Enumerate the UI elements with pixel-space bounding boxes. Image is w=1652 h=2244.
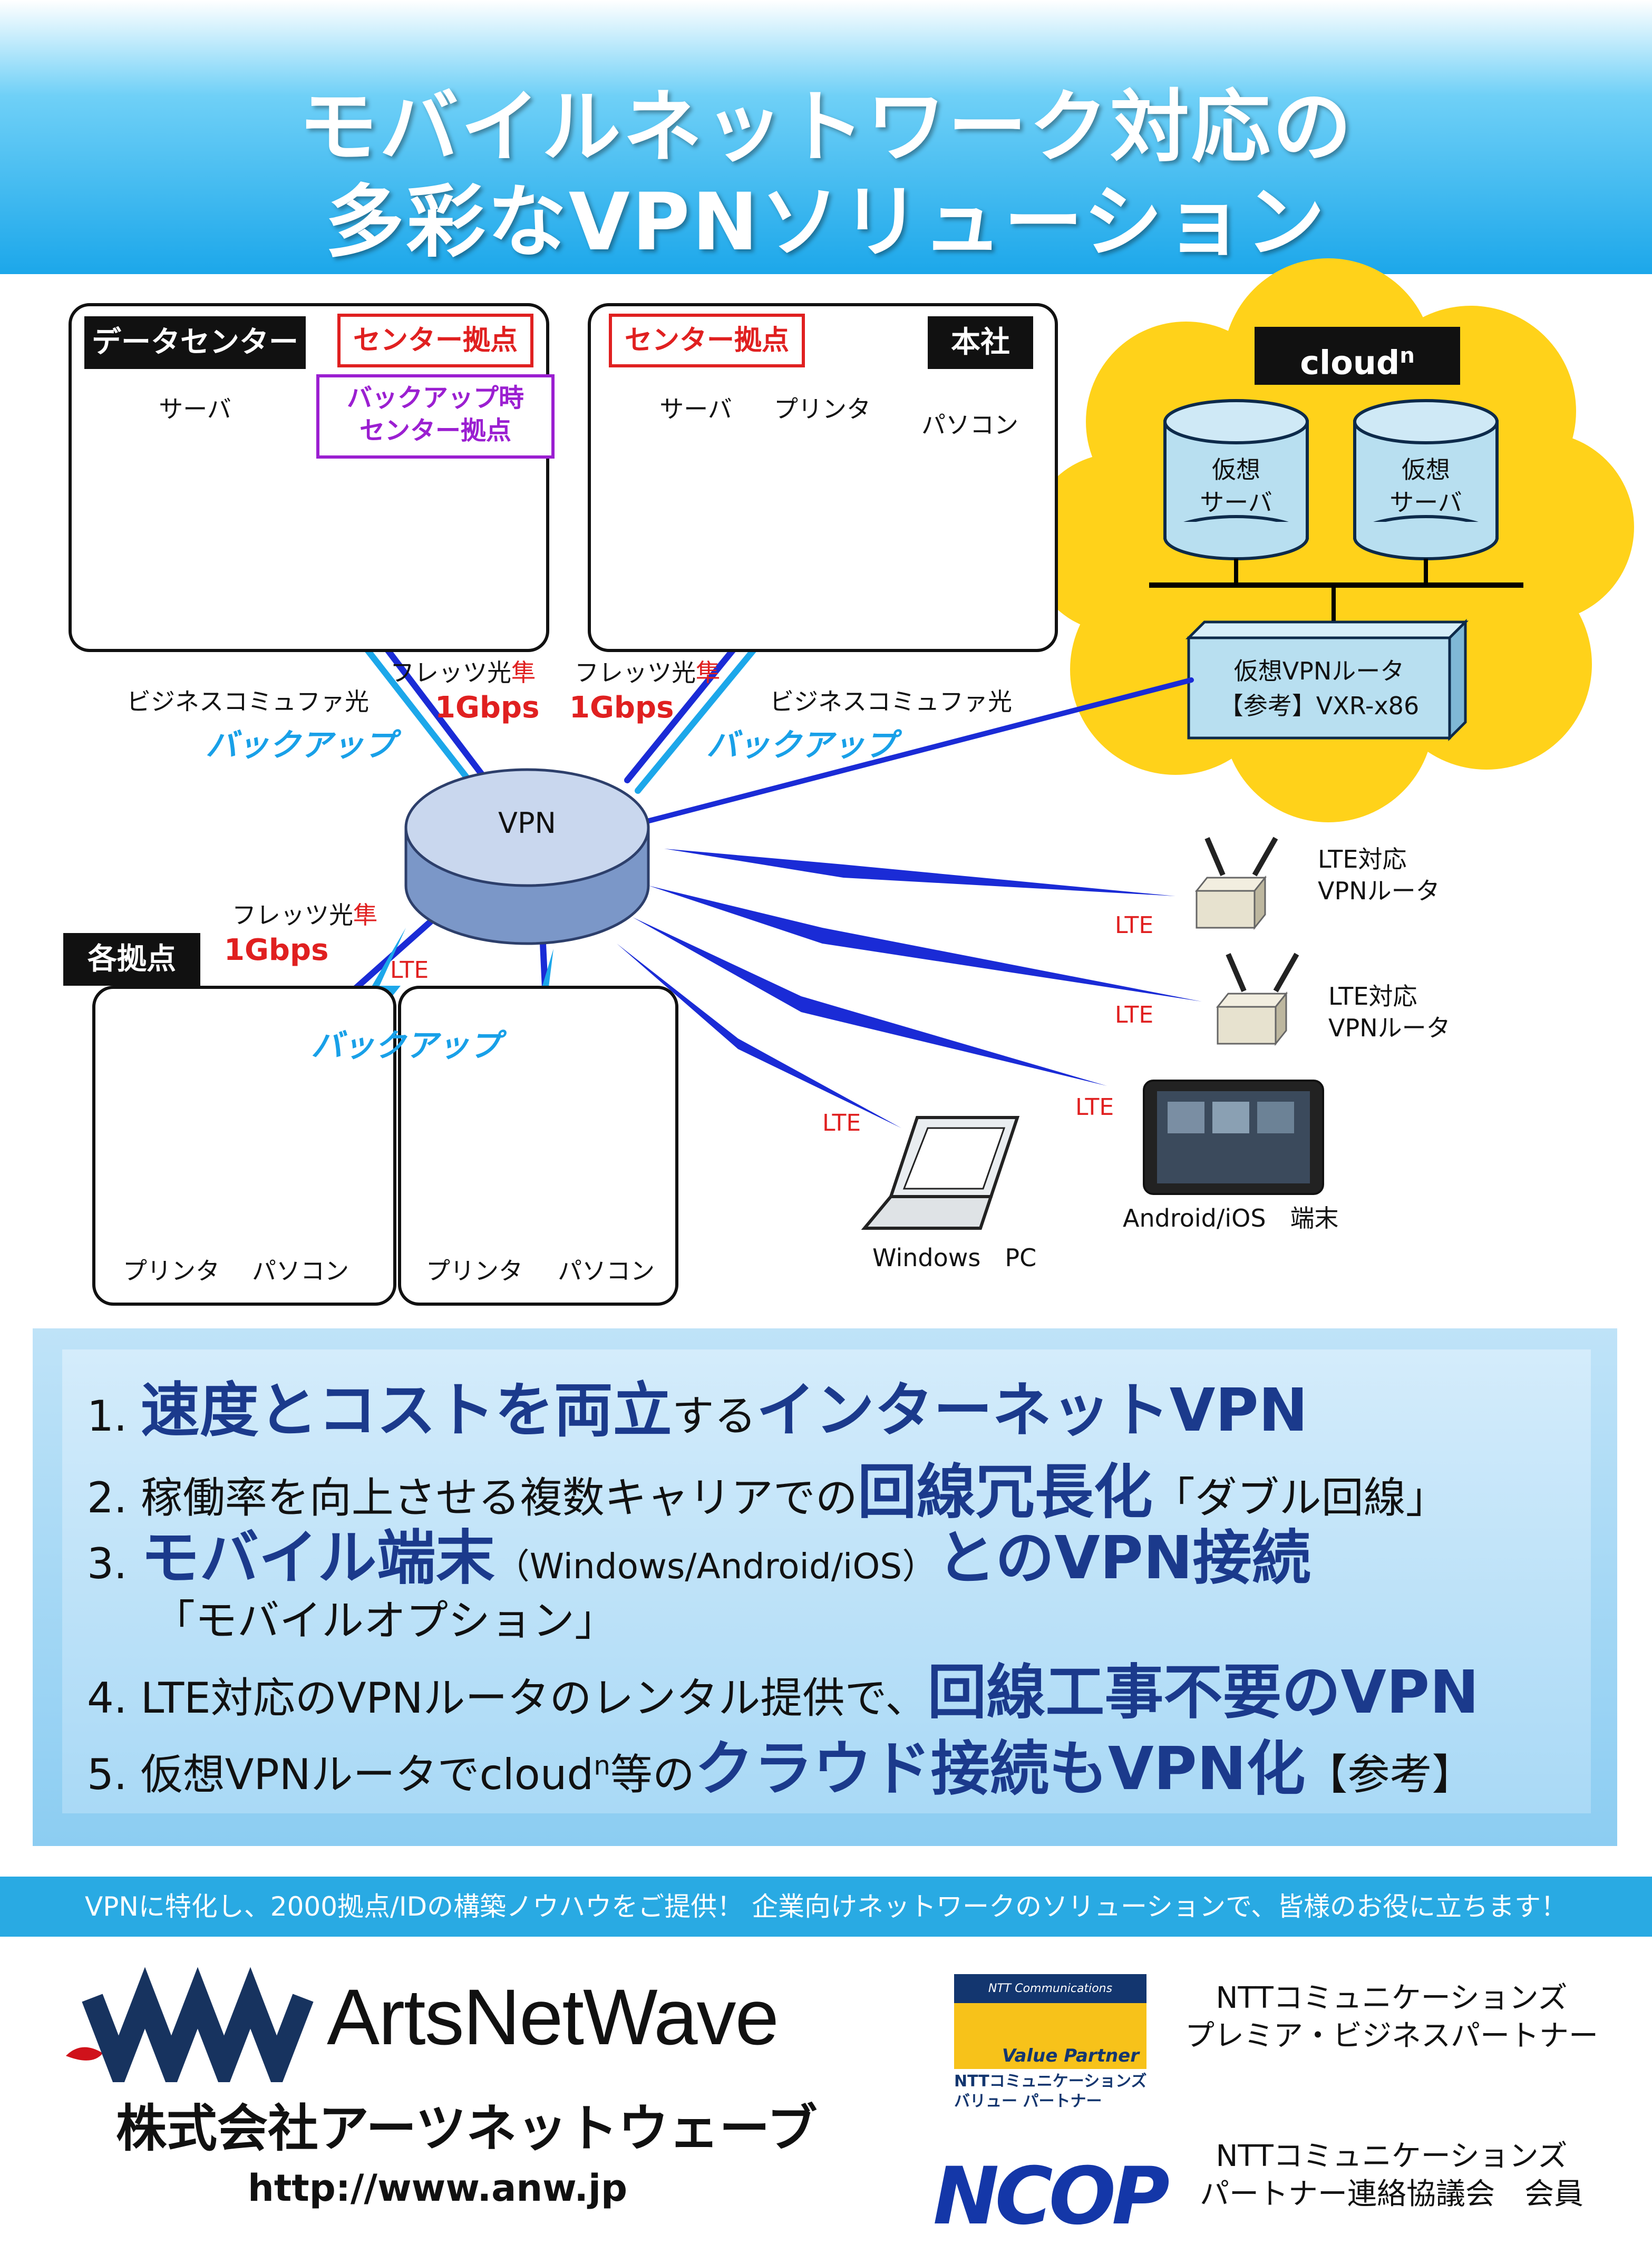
company-name: 株式会社アーツネットウェーブ [116, 2099, 818, 2158]
branch-box-1 [92, 986, 396, 1306]
virtual-server-2-label: 仮想 サーバ [1389, 455, 1462, 517]
lte-4-label: LTE [822, 1110, 861, 1136]
ncop-partner-text: NTTコミュニケーションズ パートナー連絡協議会 会員 [1200, 2139, 1583, 2211]
page-title-line2: 多彩なVPNソリューション [325, 177, 1327, 268]
speed-right-label: 1Gbps [569, 691, 674, 725]
hq-pc-label: パソコン [921, 411, 1018, 439]
ntt-badge-bottom: NTTコミュニケーションズ バリュー パートナー [954, 2072, 1147, 2111]
feature-1: 1. 速度とコストを両立するインターネットVPN [87, 1376, 1308, 1445]
features-inner [62, 1349, 1591, 1813]
virtual-router-label: 仮想VPNルータ 【参考】VXR-x86 [1219, 657, 1420, 720]
branch-speed-label: 1Gbps [224, 933, 329, 967]
lte-2-label: LTE [1115, 1002, 1154, 1028]
feature-5: 5. 仮想VPNルータでcloudn等のクラウド接続もVPN化【参考】 [87, 1735, 1474, 1803]
feature-3-option: 「モバイルオプション」 [153, 1596, 617, 1645]
feature-3: 3. モバイル端末（Windows/Android/iOS）とのVPN接続 [87, 1524, 1311, 1592]
tagline: VPNに特化し、2000拠点/IDの構築ノウハウをご提供！ 企業向けネットワーク… [0, 1877, 1652, 1937]
lte-1-label: LTE [1115, 912, 1154, 939]
business-right-label: ビジネスコミュファ光 [770, 687, 1012, 716]
ncop-logo: NCOP [933, 2151, 1170, 2242]
laptop-label: Windows PC [872, 1244, 1037, 1272]
hq-server-label: サーバ [659, 395, 732, 423]
lte-router-2-label: LTE対応 VPNルータ [1328, 982, 1451, 1042]
datacenter-server-label: サーバ [159, 395, 231, 423]
backup-right-label: バックアップ [706, 727, 896, 764]
flets-right-label: フレッツ光隼 [575, 658, 720, 687]
vpn-cylinder-shape [404, 768, 650, 945]
ntt-partner-text: NTTコミュニケーションズ プレミア・ビジネスパートナー [1185, 1981, 1598, 2053]
branch-printer-2-label: プリンタ [426, 1257, 523, 1285]
tablet-shape [1143, 1080, 1324, 1195]
branch-backup-label: バックアップ [311, 1027, 501, 1064]
branch-lte-label: LTE [390, 957, 429, 984]
speed-left-label: 1Gbps [435, 691, 540, 725]
hq-label: 本社 [928, 316, 1033, 369]
lte-router-1-shape [1194, 837, 1278, 930]
virtual-server-1-shape [1163, 399, 1309, 560]
backup-left-label: バックアップ [206, 727, 395, 764]
feature-4: 4. LTE対応のVPNルータのレンタル提供で、回線工事不要のVPN [87, 1658, 1479, 1727]
cloud-internals [1149, 399, 1523, 742]
lte-bolts [617, 849, 1202, 1128]
flets-left-label: フレッツ光隼 [390, 658, 536, 687]
feature-2: 2. 稼働率を向上させる複数キャリアでの回線冗長化「ダブル回線」 [87, 1458, 1448, 1527]
hq-printer-label: プリンタ [774, 395, 871, 423]
virtual-server-2-shape [1353, 399, 1499, 560]
branch-printer-1-label: プリンタ [123, 1257, 220, 1285]
lte-router-2-shape [1216, 953, 1299, 1046]
backup-center-label: バックアップ時 センター拠点 [316, 374, 555, 459]
branch-pc-1-label: パソコン [252, 1257, 349, 1285]
tablet-label: Android/iOS 端末 [1123, 1204, 1339, 1232]
company-url[interactable]: http://www.anw.jp [248, 2167, 628, 2210]
company-logo-mark [66, 1967, 314, 2082]
lte-router-1-label: LTE対応 VPNルータ [1318, 845, 1440, 905]
cloud-label: cloudn [1255, 327, 1460, 385]
vpn-label: VPN [498, 807, 556, 840]
branches-label: 各拠点 [63, 933, 200, 986]
branch-pc-2-label: パソコン [558, 1257, 655, 1285]
virtual-router-shape [1185, 618, 1469, 742]
hq-center-label: センター拠点 [609, 314, 805, 367]
datacenter-center-label: センター拠点 [337, 314, 533, 367]
laptop-shape [861, 1116, 1020, 1230]
datacenter-label: データセンター [84, 316, 306, 369]
business-left-label: ビジネスコミュファ光 [127, 687, 369, 716]
virtual-server-1-label: 仮想 サーバ [1200, 455, 1272, 517]
page-title-line1: モバイルネットワーク対応の [298, 82, 1354, 173]
branch-flets-label: フレッツ光隼 [232, 901, 377, 929]
company-logo-text: ArtsNetWave [327, 1973, 779, 2061]
branch-box-2 [398, 986, 678, 1306]
title-band [0, 0, 1652, 274]
lte-3-label: LTE [1075, 1094, 1114, 1121]
ntt-badge-top: NTT Communications [954, 1974, 1146, 2003]
ntt-badge-mid: Value Partner [954, 2003, 1146, 2069]
ntt-value-partner-badge: NTT Communications Value Partner [954, 1974, 1146, 2069]
